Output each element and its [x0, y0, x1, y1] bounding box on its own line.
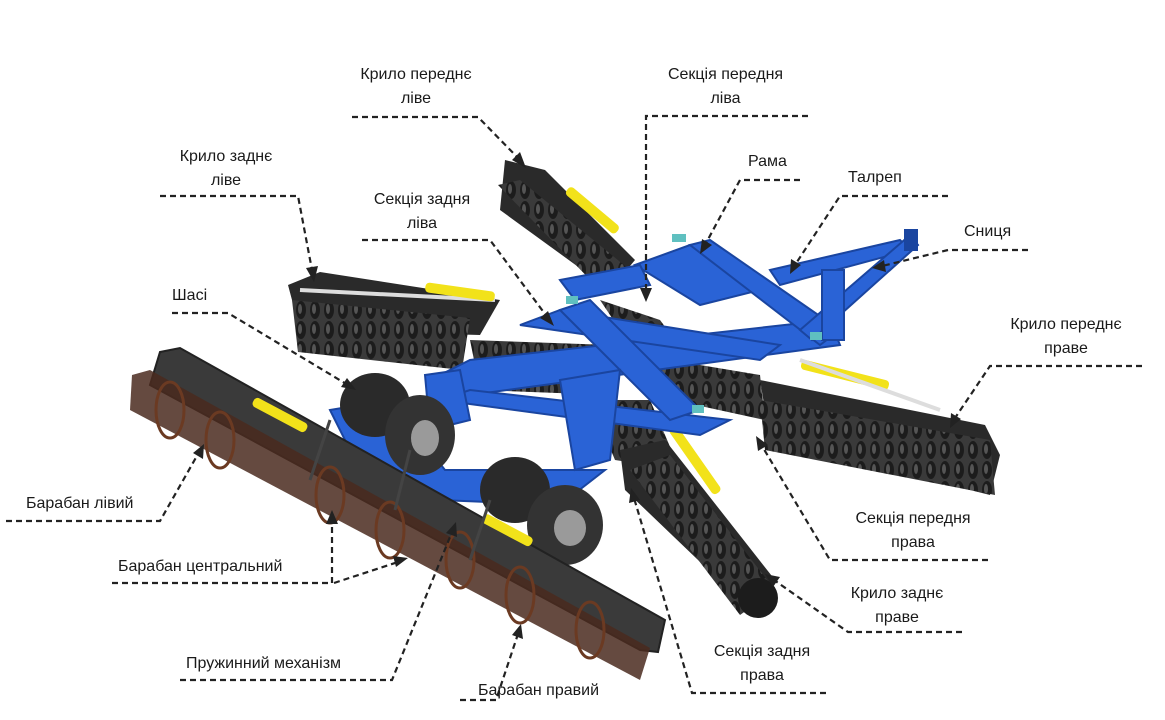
disc-gang-front-right-section — [640, 355, 765, 420]
leader-pruzhynnyi-mekhanizm — [180, 522, 457, 682]
label-line: Крило заднє — [179, 148, 273, 165]
label-talrep: Талреп — [848, 169, 902, 186]
leader-shasi — [172, 311, 356, 390]
disc-gang-rear-right-wing — [620, 425, 778, 618]
label-line: ліве — [400, 90, 432, 107]
label-shasi: Шасі — [172, 287, 208, 304]
leader-talrep — [790, 194, 948, 274]
spring-mechanism — [308, 419, 492, 561]
leader-krylo-perednie-live — [352, 115, 526, 168]
label-line: Секція передня — [855, 510, 971, 527]
label-sektsiia-perednia-prava: Секція передня права — [838, 507, 988, 555]
leader-sektsiia-zadnia-prava — [629, 488, 826, 695]
leader-baraban-livyi — [6, 444, 204, 523]
label-line: праве — [1044, 340, 1088, 357]
label-sektsiia-zadnia-liva: Секція задня ліва — [352, 188, 492, 236]
label-baraban-pravyi: Барабан правий — [478, 682, 600, 699]
leader-baraban-tsentralnyi — [112, 510, 408, 585]
label-rama: Рама — [748, 153, 787, 170]
label-line: Секція задня — [373, 191, 471, 208]
leader-sektsiia-perednia-liva — [640, 114, 808, 302]
leader-snytsia — [872, 248, 1028, 272]
disc-gang-front-right-wing — [760, 358, 1000, 495]
disc-gang-front-left-wing — [498, 160, 635, 295]
leader-lines — [6, 114, 1142, 702]
leader-sektsiia-perednia-prava — [756, 436, 988, 562]
label-line: Крило заднє — [850, 585, 944, 602]
disc-gang-rear-left-wing — [288, 272, 500, 370]
label-line: ліва — [710, 90, 741, 107]
label-line: ліва — [406, 215, 438, 232]
label-line: права — [891, 534, 935, 551]
label-baraban-tsentralnyi: Барабан центральний — [118, 558, 283, 575]
leader-krylo-perednie-prave — [950, 364, 1142, 428]
label-pruzhynnyi-mekhanizm: Пружинний механізм — [186, 655, 342, 672]
chassis-wheels — [340, 373, 603, 565]
label-sektsiia-perednia-liva: Секція передня ліва — [648, 63, 803, 111]
leader-sektsiia-zadnia-liva — [362, 238, 554, 326]
label-line: Секція передня — [667, 66, 784, 83]
label-baraban-livyi: Барабан лівий — [26, 495, 134, 512]
label-krylo-perednie-prave: Крило переднє праве — [993, 313, 1139, 361]
leader-baraban-pravyi — [460, 624, 523, 702]
label-line: ліве — [210, 172, 242, 189]
label-snytsia: Сниця — [964, 223, 1012, 240]
frame-brackets — [566, 234, 822, 413]
label-line: Секція задня — [713, 643, 811, 660]
rollers — [130, 346, 667, 680]
label-krylo-zadnie-live: Крило заднє ліве — [158, 145, 294, 193]
leader-krylo-zadnie-prave — [765, 574, 962, 634]
label-line: права — [740, 667, 784, 684]
label-line: Крило переднє — [360, 66, 472, 83]
label-line: праве — [875, 609, 919, 626]
label-krylo-zadnie-prave: Крило заднє праве — [832, 582, 962, 630]
leader-krylo-zadnie-live — [160, 194, 318, 282]
leader-rama — [700, 178, 800, 254]
label-krylo-perednie-live: Крило переднє ліве — [340, 63, 492, 111]
label-line: Крило переднє — [1010, 316, 1122, 333]
label-sektsiia-zadnia-prava: Секція задня права — [694, 640, 830, 688]
